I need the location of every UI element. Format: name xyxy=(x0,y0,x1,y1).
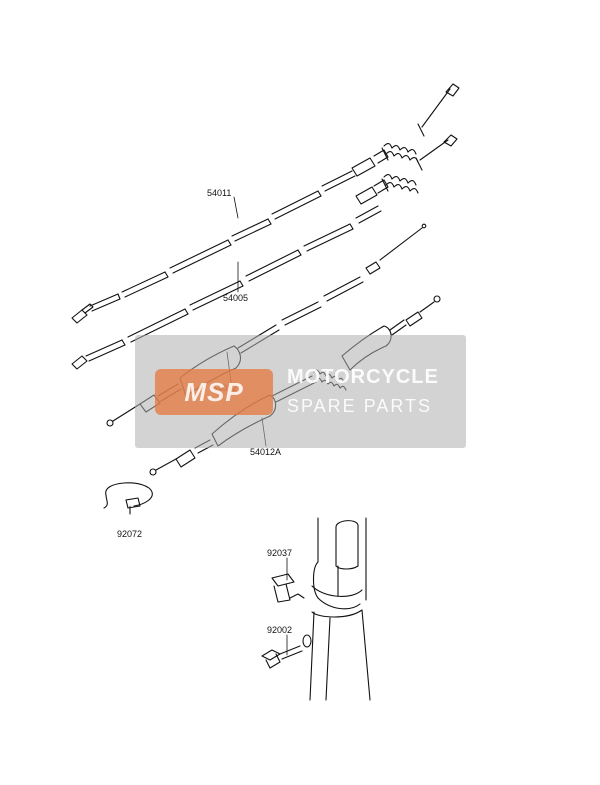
cable-54011[interactable] xyxy=(71,83,460,324)
label-92072: 92072 xyxy=(117,529,142,539)
label-54011: 54011 xyxy=(207,188,231,198)
clamp-92072[interactable] xyxy=(103,482,153,515)
cable-54005[interactable] xyxy=(71,134,458,370)
watermark-logo: MSP xyxy=(155,369,273,415)
guide-92037[interactable] xyxy=(271,573,305,603)
label-54012A: 54012A xyxy=(250,447,281,457)
label-92002: 92002 xyxy=(267,625,292,635)
bolt-92002[interactable] xyxy=(261,634,312,669)
label-92037: 92037 xyxy=(267,548,292,558)
watermark-line1: MOTORCYCLE xyxy=(287,366,439,388)
fork-tube xyxy=(309,517,371,701)
watermark-line2: SPARE PARTS xyxy=(287,396,433,416)
label-54005: 54005 xyxy=(223,293,248,303)
